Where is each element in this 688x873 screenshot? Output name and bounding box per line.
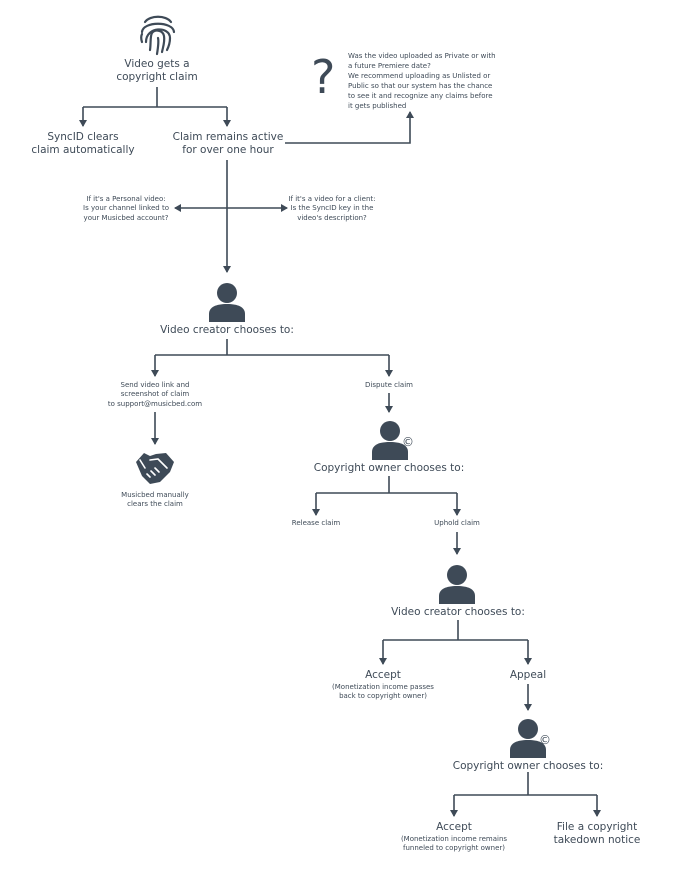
claim-active-line: Claim remains active bbox=[172, 131, 284, 143]
takedown-line: File a copyright bbox=[556, 821, 638, 833]
creator-choice-label: Video creator chooses to: bbox=[160, 324, 294, 336]
takedown-line: takedown notice bbox=[553, 834, 641, 847]
person-icon bbox=[209, 283, 245, 322]
question-line: a future Premiere date? bbox=[348, 61, 431, 70]
accept-2-note-line: (Monetization income remains bbox=[400, 835, 508, 843]
personal-video-line: your Musicbed account? bbox=[83, 213, 169, 222]
copyright-symbol: © bbox=[539, 733, 551, 747]
question-note: Was the video uploaded as Private or wit… bbox=[348, 52, 496, 112]
accept-2-label: Accept bbox=[436, 821, 472, 833]
question-line: it gets published bbox=[348, 101, 407, 110]
accept-note-line: (Monetization income passes bbox=[332, 683, 434, 691]
fingerprint-icon bbox=[140, 15, 176, 56]
claim-active-label: Claim remains active for over one hour bbox=[167, 131, 289, 157]
takedown-label: File a copyright takedown notice bbox=[547, 821, 647, 847]
client-video-line: Is the SyncID key in the bbox=[290, 204, 374, 213]
creator-choice-2-label: Video creator chooses to: bbox=[391, 606, 525, 618]
start-node-label: Video gets a copyright claim bbox=[97, 58, 217, 84]
client-video-line: video's description? bbox=[297, 213, 367, 222]
musicbed-clears-line: Musicbed manually bbox=[121, 491, 189, 499]
send-link-line: to support@musicbed.com bbox=[107, 399, 203, 408]
uphold-label: Uphold claim bbox=[434, 519, 480, 527]
question-line: to see it and recognize any claims befor… bbox=[348, 91, 493, 100]
accept-label: Accept bbox=[365, 669, 401, 681]
question-line: Public so that our system has the chance bbox=[348, 81, 493, 90]
person-icon bbox=[439, 565, 475, 604]
start-line: Video gets a bbox=[124, 58, 190, 70]
client-video-line: If it's a video for a client: bbox=[288, 195, 376, 203]
accept-note-line: back to copyright owner) bbox=[339, 692, 427, 701]
personal-video-line: Is your channel linked to bbox=[83, 204, 169, 213]
person-copyright-icon bbox=[372, 421, 408, 460]
accept-2-note: (Monetization income remains funneled to… bbox=[394, 835, 514, 854]
personal-video-line: If it's a Personal video: bbox=[86, 195, 166, 203]
question-line: We recommend uploading as Unlisted or bbox=[348, 71, 491, 80]
send-link-line: Send video link and bbox=[120, 381, 190, 389]
copyright-symbol: © bbox=[402, 435, 414, 449]
handshake-icon bbox=[136, 453, 174, 484]
claim-active-line: for over one hour bbox=[182, 144, 274, 157]
owner-choice-2-label: Copyright owner chooses to: bbox=[452, 760, 604, 772]
person-copyright-icon bbox=[510, 719, 546, 758]
accept-2-note-line: funneled to copyright owner) bbox=[402, 844, 505, 853]
owner-choice-label: Copyright owner chooses to: bbox=[313, 462, 465, 474]
send-link-note: Send video link and screenshot of claim … bbox=[105, 381, 205, 409]
syncid-clears-label: SyncID clears claim automatically bbox=[23, 131, 143, 157]
appeal-label: Appeal bbox=[509, 669, 547, 681]
release-label: Release claim bbox=[291, 519, 341, 527]
accept-note: (Monetization income passes back to copy… bbox=[328, 683, 438, 702]
musicbed-clears-line: clears the claim bbox=[127, 500, 183, 509]
syncid-clears-line: claim automatically bbox=[31, 144, 135, 157]
send-link-line: screenshot of claim bbox=[120, 390, 190, 399]
question-mark-icon: ? bbox=[311, 50, 336, 104]
dispute-label: Dispute claim bbox=[365, 381, 413, 389]
client-video-note: If it's a video for a client: Is the Syn… bbox=[286, 195, 378, 223]
musicbed-clears-note: Musicbed manually clears the claim bbox=[110, 491, 200, 510]
personal-video-note: If it's a Personal video: Is your channe… bbox=[80, 195, 172, 223]
start-line: copyright claim bbox=[116, 71, 198, 84]
syncid-clears-line: SyncID clears bbox=[47, 131, 119, 143]
question-line: Was the video uploaded as Private or wit… bbox=[348, 52, 496, 60]
arrow-to-question bbox=[285, 111, 414, 144]
